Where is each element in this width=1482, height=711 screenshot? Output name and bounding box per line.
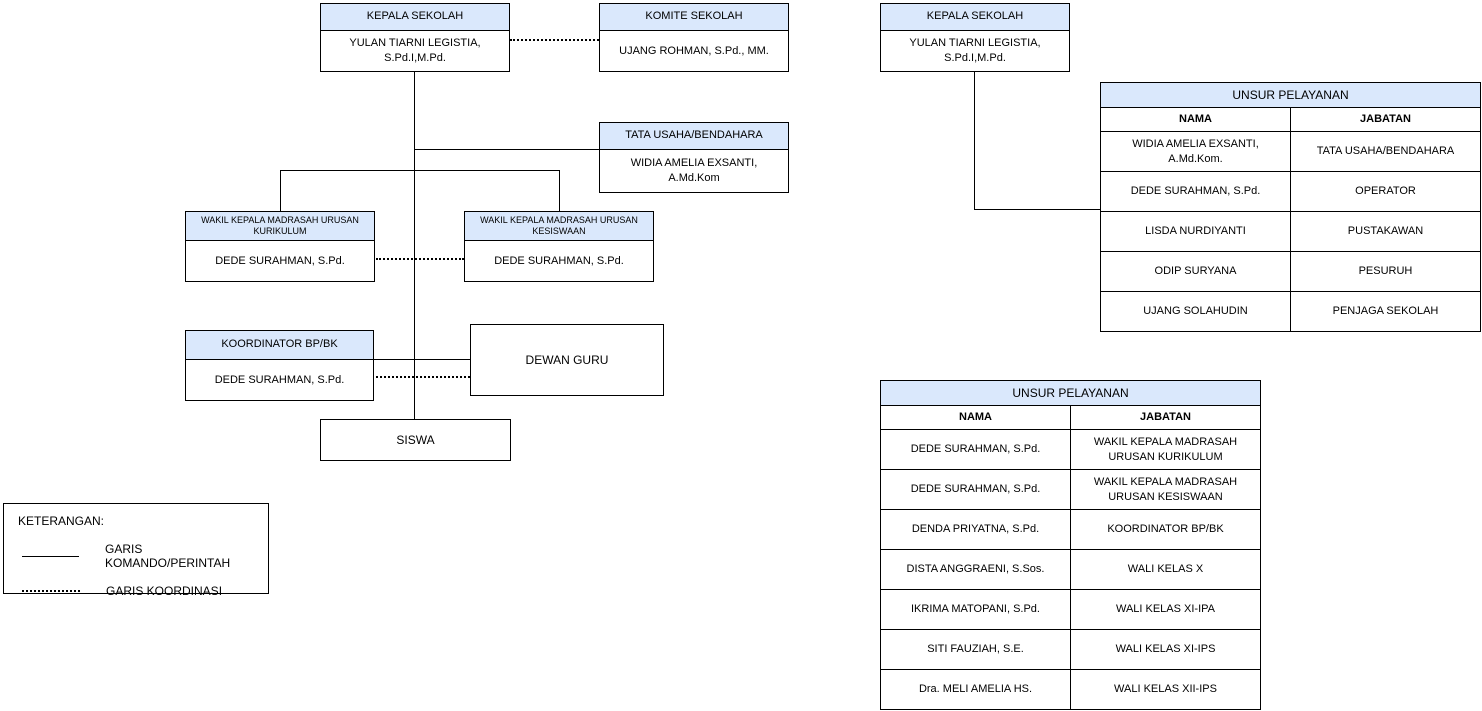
column-header-jabatan: JABATAN xyxy=(1290,107,1481,132)
coordination-line-kepala-komite xyxy=(510,39,599,41)
table-row: WIDIA AMELIA EXSANTI, A.Md.Kom. TATA USA… xyxy=(1100,131,1481,172)
org-box-title: SISWA xyxy=(396,433,435,447)
solid-line-sample xyxy=(22,555,80,557)
table-row: DEDE SURAHMAN, S.Pd. WAKIL KEPALA MADRAS… xyxy=(880,469,1261,510)
cell-nama: DISTA ANGGRAENI, S.Sos. xyxy=(880,549,1071,590)
org-box-title: KEPALA SEKOLAH xyxy=(880,3,1070,31)
org-box-title: KOMITE SEKOLAH xyxy=(599,3,789,31)
cell-jabatan: TATA USAHA/BENDAHARA xyxy=(1290,131,1481,172)
org-box-kepala-sekolah: KEPALA SEKOLAH YULAN TIARNI LEGISTIA, S.… xyxy=(320,3,510,72)
cell-nama: WIDIA AMELIA EXSANTI, A.Md.Kom. xyxy=(1100,131,1291,172)
unsur-pelayanan-table-2: UNSUR PELAYANAN NAMA JABATAN DEDE SURAHM… xyxy=(880,380,1261,710)
cell-jabatan: OPERATOR xyxy=(1290,171,1481,212)
table-row: DISTA ANGGRAENI, S.Sos. WALI KELAS X xyxy=(880,549,1261,590)
command-line-to-dewan-guru xyxy=(374,359,470,360)
org-box-title: TATA USAHA/BENDAHARA xyxy=(599,122,789,150)
legend-item-label: GARIS KOORDINASI xyxy=(106,584,223,598)
table-row: UJANG SOLAHUDIN PENJAGA SEKOLAH xyxy=(1100,291,1481,332)
cell-jabatan: KOORDINATOR BP/BK xyxy=(1070,509,1261,550)
org-box-title: WAKIL KEPALA MADRASAH URUSAN KURIKULUM xyxy=(185,211,375,241)
org-box-title: DEWAN GURU xyxy=(525,353,609,367)
legend-title: KETERANGAN: xyxy=(18,514,105,528)
table-row: IKRIMA MATOPANI, S.Pd. WALI KELAS XI-IPA xyxy=(880,589,1261,630)
table-row: Dra. MELI AMELIA HS. WALI KELAS XII-IPS xyxy=(880,669,1261,710)
command-line-trunk xyxy=(414,69,415,419)
cell-jabatan: PUSTAKAWAN xyxy=(1290,211,1481,252)
column-header-nama: NAMA xyxy=(880,405,1071,430)
cell-nama: UJANG SOLAHUDIN xyxy=(1100,291,1291,332)
cell-nama: DENDA PRIYATNA, S.Pd. xyxy=(880,509,1071,550)
org-box-komite-sekolah: KOMITE SEKOLAH UJANG ROHMAN, S.Pd., MM. xyxy=(599,3,789,72)
cell-nama: SITI FAUZIAH, S.E. xyxy=(880,629,1071,670)
org-box-wakil-kesiswaan: WAKIL KEPALA MADRASAH URUSAN KESISWAAN D… xyxy=(464,211,654,282)
table-title: UNSUR PELAYANAN xyxy=(880,380,1261,406)
cell-nama: IKRIMA MATOPANI, S.Pd. xyxy=(880,589,1071,630)
cell-jabatan: WAKIL KEPALA MADRASAH URUSAN KESISWAAN xyxy=(1070,469,1261,510)
legend-box: KETERANGAN: GARIS KOMANDO/PERINTAH GARIS… xyxy=(3,503,269,598)
cell-nama: ODIP SURYANA xyxy=(1100,251,1291,292)
cell-jabatan: WALI KELAS XI-IPS xyxy=(1070,629,1261,670)
table-row: DEDE SURAHMAN, S.Pd. OPERATOR xyxy=(1100,171,1481,212)
org-box-title: KOORDINATOR BP/BK xyxy=(185,330,374,360)
cell-jabatan: PESURUH xyxy=(1290,251,1481,292)
org-box-tata-usaha: TATA USAHA/BENDAHARA WIDIA AMELIA EXSANT… xyxy=(599,122,789,193)
org-box-name: YULAN TIARNI LEGISTIA, S.Pd.I,M.Pd. xyxy=(320,31,510,72)
command-line-drop-kurikulum xyxy=(280,170,281,211)
unsur-pelayanan-table-1: UNSUR PELAYANAN NAMA JABATAN WIDIA AMELI… xyxy=(1100,82,1481,332)
command-line-right-to-table xyxy=(974,209,1100,210)
org-box-dewan-guru: DEWAN GURU xyxy=(470,324,664,396)
table-row: SITI FAUZIAH, S.E. WALI KELAS XI-IPS xyxy=(880,629,1261,670)
column-header-jabatan: JABATAN xyxy=(1070,405,1261,430)
column-header-nama: NAMA xyxy=(1100,107,1291,132)
table-row: DEDE SURAHMAN, S.Pd. WAKIL KEPALA MADRAS… xyxy=(880,429,1261,470)
legend-item-komando: GARIS KOMANDO/PERINTAH xyxy=(22,542,268,570)
cell-nama: DEDE SURAHMAN, S.Pd. xyxy=(880,429,1071,470)
command-line-right-vertical xyxy=(974,69,975,210)
cell-nama: DEDE SURAHMAN, S.Pd. xyxy=(880,469,1071,510)
cell-nama: Dra. MELI AMELIA HS. xyxy=(880,669,1071,710)
table-row: DENDA PRIYATNA, S.Pd. KOORDINATOR BP/BK xyxy=(880,509,1261,550)
org-box-wakil-kurikulum: WAKIL KEPALA MADRASAH URUSAN KURIKULUM D… xyxy=(185,211,375,282)
coordination-line-bpbk-dewan xyxy=(376,376,470,378)
dotted-line-sample xyxy=(22,590,80,592)
org-box-name: DEDE SURAHMAN, S.Pd. xyxy=(185,360,374,401)
org-box-name: UJANG ROHMAN, S.Pd., MM. xyxy=(599,31,789,72)
table-title: UNSUR PELAYANAN xyxy=(1100,82,1481,108)
command-line-to-tata-usaha xyxy=(415,149,599,150)
table-row: LISDA NURDIYANTI PUSTAKAWAN xyxy=(1100,211,1481,252)
cell-nama: LISDA NURDIYANTI xyxy=(1100,211,1291,252)
legend-item-label: GARIS KOMANDO/PERINTAH xyxy=(105,542,231,570)
org-box-name: DEDE SURAHMAN, S.Pd. xyxy=(185,241,375,282)
org-box-name: WIDIA AMELIA EXSANTI, A.Md.Kom xyxy=(599,150,789,193)
org-box-title: WAKIL KEPALA MADRASAH URUSAN KESISWAAN xyxy=(464,211,654,241)
command-line-drop-kesiswaan xyxy=(559,170,560,211)
org-box-koordinator-bpbk: KOORDINATOR BP/BK DEDE SURAHMAN, S.Pd. xyxy=(185,330,374,401)
command-line-spreader xyxy=(280,170,560,171)
coordination-line-wakil xyxy=(376,258,464,260)
org-box-kepala-sekolah-right: KEPALA SEKOLAH YULAN TIARNI LEGISTIA, S.… xyxy=(880,3,1070,72)
cell-nama: DEDE SURAHMAN, S.Pd. xyxy=(1100,171,1291,212)
org-box-name: YULAN TIARNI LEGISTIA, S.Pd.I,M.Pd. xyxy=(880,31,1070,72)
legend-item-koordinasi: GARIS KOORDINASI xyxy=(22,584,268,598)
cell-jabatan: PENJAGA SEKOLAH xyxy=(1290,291,1481,332)
org-box-title: KEPALA SEKOLAH xyxy=(320,3,510,31)
org-box-siswa: SISWA xyxy=(320,419,511,461)
table-row: ODIP SURYANA PESURUH xyxy=(1100,251,1481,292)
cell-jabatan: WALI KELAS X xyxy=(1070,549,1261,590)
cell-jabatan: WALI KELAS XII-IPS xyxy=(1070,669,1261,710)
cell-jabatan: WAKIL KEPALA MADRASAH URUSAN KURIKULUM xyxy=(1070,429,1261,470)
org-box-name: DEDE SURAHMAN, S.Pd. xyxy=(464,241,654,282)
cell-jabatan: WALI KELAS XI-IPA xyxy=(1070,589,1261,630)
